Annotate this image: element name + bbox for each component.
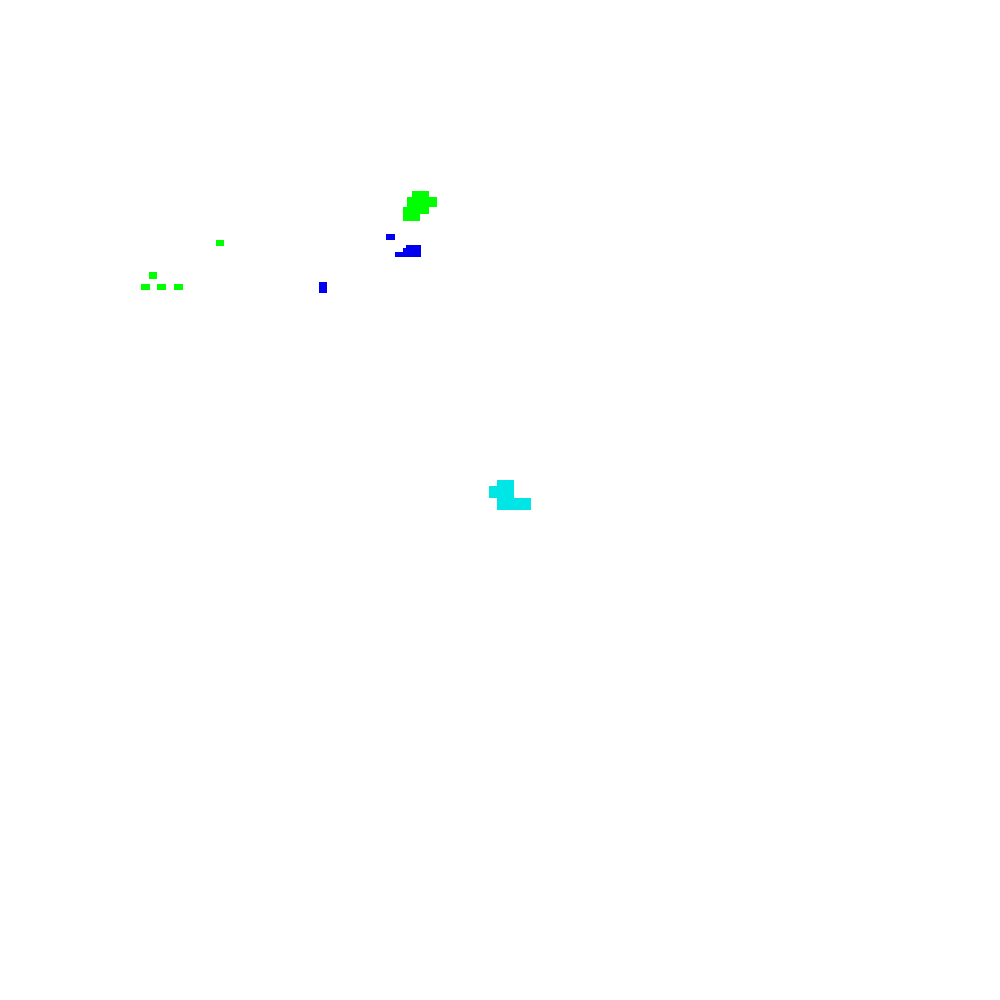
blue-blob-center-pixel [395, 252, 421, 257]
cyan-blob-pixel [489, 486, 514, 492]
cyan-blob-pixel [497, 498, 531, 510]
green-blob-large-pixel [407, 197, 437, 207]
green-cluster-left-pixel [149, 272, 157, 279]
blue-blob-center-pixel [406, 245, 421, 252]
blue-blob-center-pixel [386, 234, 395, 240]
cyan-blob-pixel [497, 492, 514, 498]
cyan-blob-pixel [497, 480, 514, 486]
blue-blob-center-pixel [403, 248, 409, 252]
green-blob-large [403, 191, 437, 221]
green-blob-large-pixel [412, 191, 429, 197]
cyan-blob [489, 480, 531, 510]
green-cluster-left-pixel [174, 284, 183, 290]
green-cluster-left-pixel [157, 284, 166, 290]
green-blob-large-pixel [403, 214, 420, 221]
cyan-blob-pixel [489, 492, 497, 498]
blue-dot-left [319, 282, 327, 293]
blue-blob-center [386, 234, 421, 257]
green-cluster-left [141, 272, 183, 290]
blue-dot-left-pixel [319, 282, 327, 293]
green-dot-small-pixel [216, 240, 224, 246]
green-dot-small [216, 240, 224, 246]
green-blob-large-pixel [403, 207, 429, 214]
green-cluster-left-pixel [141, 284, 150, 290]
